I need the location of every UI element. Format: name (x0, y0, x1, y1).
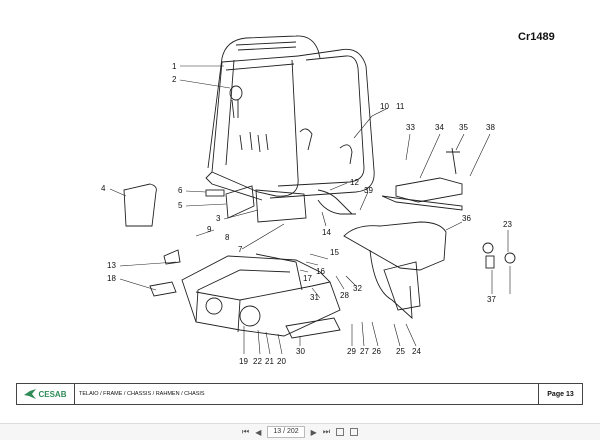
previous-page-button[interactable]: ◀ (255, 427, 262, 437)
callout-label: 3 (216, 214, 221, 223)
callout-label: 39 (364, 186, 373, 195)
callout-label: 38 (486, 123, 495, 132)
callout-label: 30 (296, 347, 305, 356)
callout-label: 2 (172, 75, 177, 84)
callout-label: 26 (372, 347, 381, 356)
first-page-button[interactable]: ⏮ (241, 427, 250, 436)
callout-label: 12 (350, 178, 359, 187)
callout-label: 34 (435, 123, 444, 132)
pdf-navigation-bar: ⏮ ◀ 13 / 202 ▶ ⏭ (0, 423, 600, 440)
exploded-view-drawing: 1 2 4 6 5 3 10 11 12 39 14 7 8 9 13 18 1… (101, 35, 516, 366)
cesab-bird-icon (24, 389, 37, 399)
next-page-button[interactable]: ▶ (310, 427, 317, 437)
callout-label: 37 (487, 295, 496, 304)
callout-label: 17 (303, 274, 312, 283)
callout-label: 10 (380, 102, 389, 111)
callout-label: 19 (239, 357, 248, 366)
callout-label: 9 (207, 225, 212, 234)
callout-label: 24 (412, 347, 421, 356)
callout-label: 7 (238, 245, 243, 254)
page-label: Page 13 (538, 384, 582, 404)
callout-label: 32 (353, 284, 362, 293)
callout-label: 16 (316, 267, 325, 276)
page-number-input[interactable]: 13 / 202 (267, 426, 305, 438)
brand-name: CESAB (38, 389, 67, 399)
fit-page-icon[interactable] (336, 428, 345, 436)
callout-label: 23 (503, 220, 512, 229)
callout-label: 22 (253, 357, 262, 366)
brand-logo: CESAB (17, 384, 75, 404)
callout-label: 20 (277, 357, 286, 366)
callout-label: 1 (172, 62, 177, 71)
callout-labels: 1 2 4 6 5 3 10 11 12 39 14 7 8 9 13 18 1… (101, 62, 512, 366)
drawing-code: Cr1489 (518, 31, 555, 43)
callout-label: 31 (310, 293, 319, 302)
document-title: TELAIO / FRAME / CHASSIS / RAHMEN / CHAS… (79, 391, 205, 397)
callout-label: 33 (406, 123, 415, 132)
last-page-button[interactable]: ⏭ (322, 427, 331, 436)
title-block: CESAB TELAIO / FRAME / CHASSIS / RAHMEN … (16, 383, 583, 405)
callout-label: 21 (265, 357, 274, 366)
callout-label: 14 (322, 228, 331, 237)
callout-label: 8 (225, 233, 230, 242)
callout-label: 35 (459, 123, 468, 132)
callout-label: 11 (396, 102, 405, 111)
callout-label: 5 (178, 201, 183, 210)
callout-label: 13 (107, 261, 116, 270)
callout-label: 28 (340, 291, 349, 300)
callout-label: 6 (178, 186, 183, 195)
callout-label: 36 (462, 214, 471, 223)
callout-label: 4 (101, 184, 106, 193)
fullscreen-icon[interactable] (350, 428, 359, 436)
callout-label: 18 (107, 274, 116, 283)
callout-label: 15 (330, 248, 339, 257)
callout-label: 27 (360, 347, 369, 356)
callout-label: 25 (396, 347, 405, 356)
callout-label: 29 (347, 347, 356, 356)
